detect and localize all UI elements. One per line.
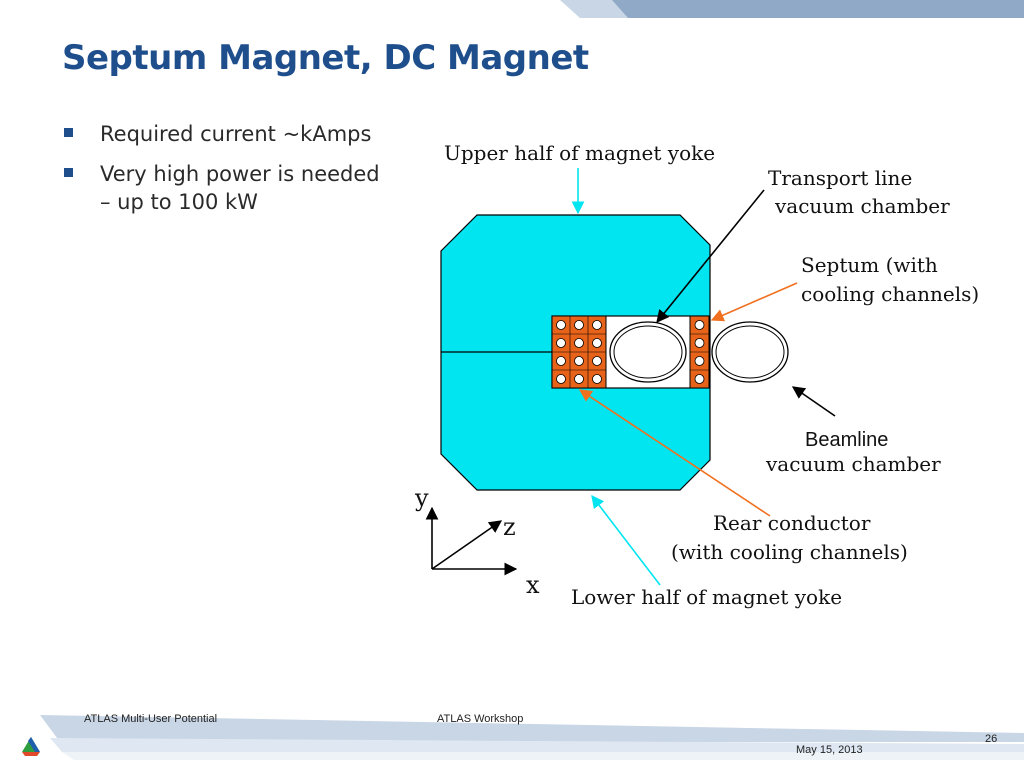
bullet-text-continuation: – up to 100 kW: [100, 190, 258, 214]
bullet-text: Required current ~kAmps: [100, 122, 372, 146]
transport-line-chamber: [609, 321, 687, 383]
beamline-chamber: [711, 321, 789, 383]
bullet-text: Very high power is needed: [100, 162, 380, 186]
bullet-item: Required current ~kAmps: [62, 120, 422, 148]
arrow-beamline: [791, 386, 836, 417]
label-rear-conductor-1: Rear conductor: [713, 511, 871, 535]
arrow-rear-conductor: [578, 389, 771, 517]
top-decor-band: [560, 0, 1024, 18]
arrow-transport-line: [656, 189, 765, 323]
arrow-lower-yoke: [591, 494, 661, 586]
footer-center: ATLAS Workshop: [437, 713, 524, 725]
label-rear-conductor-2: (with cooling channels): [671, 540, 908, 564]
axis-label-z: z: [503, 513, 516, 541]
bullet-item: Very high power is needed – up to 100 kW: [62, 160, 422, 216]
footer-left: ATLAS Multi-User Potential: [84, 713, 218, 725]
label-beamline-1: Beamline: [805, 429, 888, 451]
label-transport-line-1: Transport line: [768, 166, 912, 190]
label-beamline-2: vacuum chamber: [765, 452, 941, 476]
argonne-triangle-logo: [22, 737, 40, 756]
septum-conductor: [689, 315, 710, 389]
bullet-list: Required current ~kAmps Very high power …: [62, 120, 422, 228]
arrow-septum: [710, 282, 798, 322]
label-septum-2: cooling channels): [801, 282, 979, 306]
label-transport-line-2: vacuum chamber: [774, 194, 950, 218]
bullet-square-icon: [64, 168, 73, 177]
axis-label-y: y: [414, 484, 429, 512]
footer-date: May 15, 2013: [796, 744, 863, 756]
axis-label-x: x: [526, 571, 540, 599]
label-septum-1: Septum (with: [801, 253, 938, 277]
footer-page-number: 26: [985, 733, 998, 745]
slide-title: Septum Magnet, DC Magnet: [62, 38, 589, 78]
label-upper-yoke: Upper half of magnet yoke: [444, 141, 715, 165]
label-lower-yoke: Lower half of magnet yoke: [571, 585, 842, 609]
rear-conductor: [551, 315, 607, 389]
bullet-square-icon: [64, 128, 73, 137]
coordinate-axes: [425, 506, 518, 576]
